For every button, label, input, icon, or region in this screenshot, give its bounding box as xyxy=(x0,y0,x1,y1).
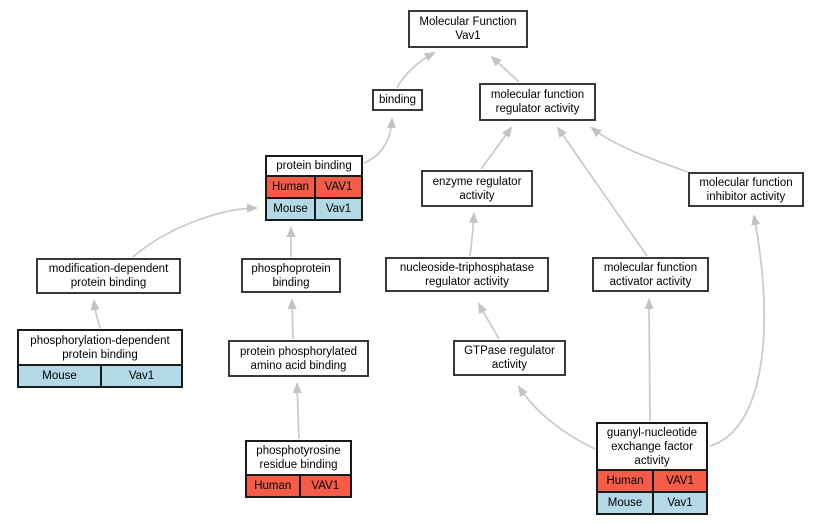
edge-mf-activator-to-mf-regulator xyxy=(556,126,648,257)
edge-prot-phos-aa-binding-to-phosphoprotein-binding xyxy=(287,298,297,340)
annotation-row: Human VAV1 xyxy=(598,469,706,491)
go-term-label: protein binding xyxy=(276,160,352,172)
go-term-label: enzyme regulator activity xyxy=(432,175,522,202)
go-term-node-enzyme-regulator[interactable]: enzyme regulator activity xyxy=(421,170,533,207)
go-term-label: protein phosphorylated amino acid bindin… xyxy=(240,345,357,372)
go-term-node-mod-dep-binding[interactable]: modification-dependent protein binding xyxy=(36,258,181,294)
annotation-row: Human VAV1 xyxy=(247,474,350,496)
go-term-label: phosphoprotein binding xyxy=(251,262,331,289)
go-term-node-gef-activity[interactable]: guanyl-nucleotide exchange factor activi… xyxy=(596,422,708,515)
annotation-row: Human VAV1 xyxy=(267,175,361,197)
edge-gtpase-regulator-to-ntpase-regulator xyxy=(478,302,500,340)
go-term-label: phosphotyrosine residue binding xyxy=(256,445,341,471)
edge-enzyme-regulator-to-mf-regulator xyxy=(480,126,513,170)
annotation-row: Mouse Vav1 xyxy=(19,364,181,386)
edge-ntpase-regulator-to-enzyme-regulator xyxy=(468,212,478,257)
go-term-label: guanyl-nucleotide exchange factor activi… xyxy=(606,426,698,467)
edge-mf-inhibitor-to-mf-regulator xyxy=(590,126,689,173)
annotation-row: Mouse Vav1 xyxy=(598,491,706,513)
species-cell: Human xyxy=(271,181,310,193)
go-term-node-mf-regulator[interactable]: molecular function regulator activity xyxy=(479,83,596,121)
edge-gef-activity-to-mf-activator xyxy=(644,298,654,422)
go-term-node-ntpase-regulator[interactable]: nucleoside-triphosphatase regulator acti… xyxy=(385,257,549,292)
go-term-label: molecular function activator activity xyxy=(603,261,698,288)
go-term-node-mf-vav1[interactable]: Molecular Function Vav1 xyxy=(408,10,528,48)
annotation-row: Mouse Vav1 xyxy=(267,197,361,219)
go-term-node-mf-activator[interactable]: molecular function activator activity xyxy=(592,257,709,292)
go-term-node-phosphoprotein-binding[interactable]: phosphoprotein binding xyxy=(241,258,341,293)
species-cell: Human xyxy=(254,480,292,492)
edge-gef-activity-to-mf-inhibitor xyxy=(709,214,766,447)
go-term-node-mf-inhibitor[interactable]: molecular function inhibitor activity xyxy=(688,172,804,207)
edge-gef-activity-to-gtpase-regulator xyxy=(517,385,596,450)
gene-cell[interactable]: VAV1 xyxy=(314,177,361,197)
gene-cell[interactable]: Vav1 xyxy=(652,493,706,513)
species-cell: Mouse xyxy=(607,497,643,509)
go-term-node-phosphorylation-dep-binding[interactable]: phosphorylation-dependent protein bindin… xyxy=(17,329,183,388)
edge-phosphotyrosine-binding-to-prot-phos-aa-binding xyxy=(292,382,302,440)
go-term-label: modification-dependent protein binding xyxy=(48,263,169,289)
edge-phosphorylation-dep-binding-to-mod-dep-binding xyxy=(90,299,101,329)
go-term-node-gtpase-regulator[interactable]: GTPase regulator activity xyxy=(453,340,566,376)
go-term-label: molecular function inhibitor activity xyxy=(699,176,793,203)
gene-cell[interactable]: VAV1 xyxy=(298,476,351,496)
gene-cell[interactable]: VAV1 xyxy=(652,471,706,491)
edge-binding-to-mf-vav1 xyxy=(396,52,436,89)
go-term-label: phosphorylation-dependent protein bindin… xyxy=(30,334,170,361)
gene-cell[interactable]: Vav1 xyxy=(314,199,361,219)
species-cell: Mouse xyxy=(273,203,308,215)
go-term-node-binding[interactable]: binding xyxy=(372,89,423,111)
species-cell: Human xyxy=(606,475,644,487)
go-term-label: molecular function regulator activity xyxy=(490,89,585,115)
go-term-node-prot-phos-aa-binding[interactable]: protein phosphorylated amino acid bindin… xyxy=(228,340,369,377)
gene-cell[interactable]: Vav1 xyxy=(100,366,181,386)
go-term-label: Molecular Function Vav1 xyxy=(419,16,517,42)
species-cell: Mouse xyxy=(42,370,77,382)
go-term-label: GTPase regulator activity xyxy=(464,345,555,371)
edge-protein-binding-to-binding xyxy=(363,117,397,164)
go-term-label: nucleoside-triphosphatase regulator acti… xyxy=(399,261,535,288)
edge-mod-dep-binding-to-protein-binding xyxy=(132,203,258,258)
edge-mf-regulator-to-mf-vav1 xyxy=(490,55,520,83)
go-term-label: binding xyxy=(378,94,417,106)
